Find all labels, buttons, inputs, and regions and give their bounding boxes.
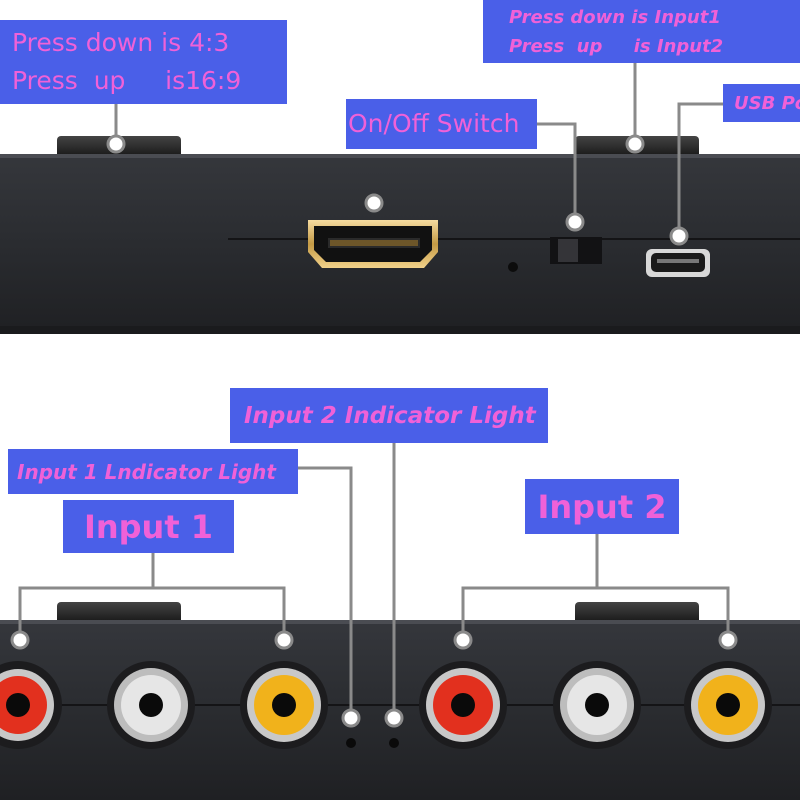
input1-indicator-text: Input 1 Lndicator Light [17,459,276,484]
bottom-leader-lines [18,443,730,718]
hdmi-port [308,220,438,268]
input1-indicator-light [346,738,356,748]
aspect-ratio-line2: Press up is16:9 [12,66,242,95]
rca-jack-red-input2 [419,661,507,749]
rca-jack-red-input1 [0,661,62,749]
marker-usb [669,226,689,246]
input2-indicator-text: Input 2 Indicator Light [244,402,536,429]
usb-power-text: USB Po [734,92,800,114]
input2-label: Input 2 [525,479,679,534]
power-switch[interactable] [550,237,602,264]
input-select-line1: Press down is Input1 [509,6,721,28]
aspect-ratio-label: Press down is 4:3 Press up is16:9 [0,20,287,104]
input1-text: Input 1 [83,507,214,546]
on-off-switch-text: On/Off Switch [348,109,520,138]
rca-jack-yellow-input2 [684,661,772,749]
rca-jack-white-input2 [553,661,641,749]
aspect-ratio-line1: Press down is 4:3 [12,28,230,57]
input2-text: Input 2 [537,487,667,526]
bottom-device-panel [0,602,800,800]
pinhole [508,262,518,272]
input-select-line2: Press up is Input2 [509,35,724,57]
usb-power-label: USB Po [723,84,800,122]
marker-input-select [625,134,645,154]
bottom-markers [10,630,738,728]
marker-switch [565,212,585,232]
top-device-panel [0,136,800,334]
on-off-switch-label: On/Off Switch [346,99,537,149]
usb-port [646,249,710,277]
input1-label: Input 1 [63,500,234,553]
rca-jack-white-input1 [107,661,195,749]
input2-indicator-label: Input 2 Indicator Light [230,388,548,443]
marker-hdmi [364,193,384,213]
input2-indicator-light [389,738,399,748]
rca-jack-yellow-input1 [240,661,328,749]
marker-aspect [106,134,126,154]
top-markers [106,134,689,246]
input1-indicator-label: Input 1 Lndicator Light [8,449,298,494]
input-select-label: Press down is Input1 Press up is Input2 [483,0,800,63]
